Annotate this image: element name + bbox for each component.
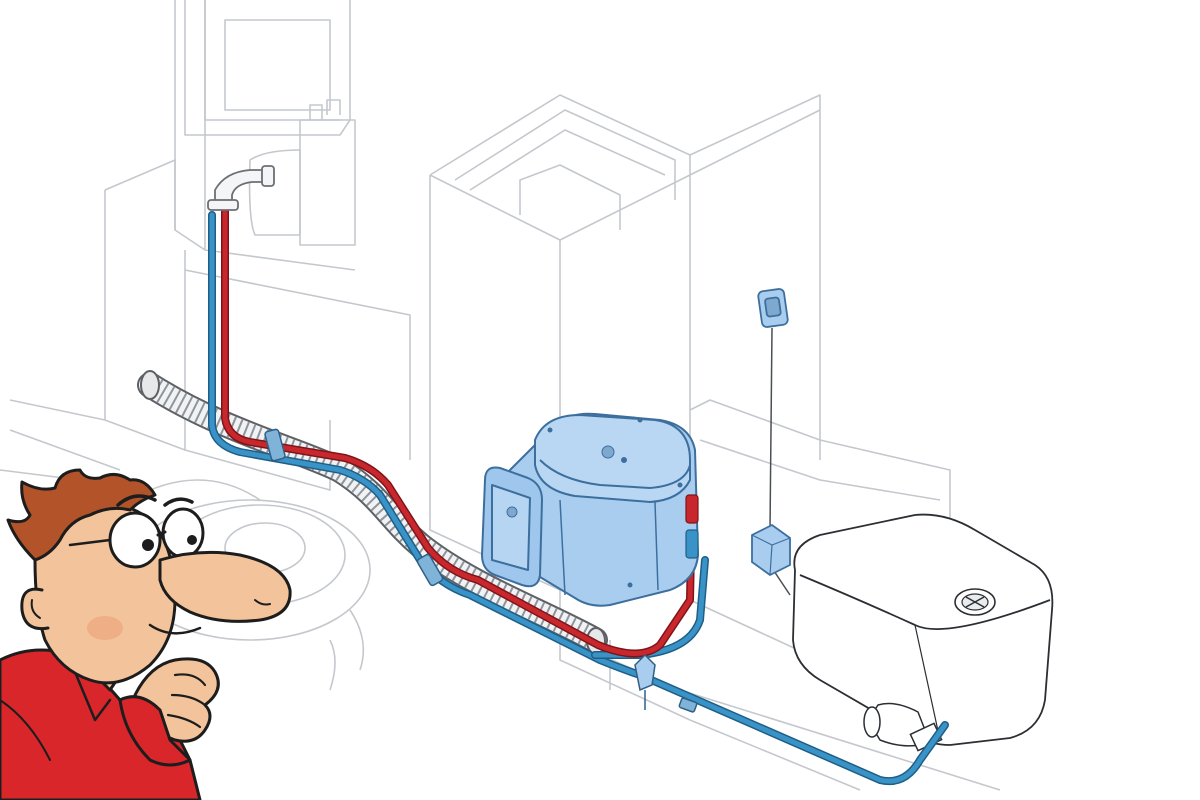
cartoon-man (0, 468, 292, 800)
heater-connectors (685, 494, 699, 559)
pipe-clamp (264, 428, 698, 713)
faucet (207, 165, 275, 211)
heater-unit (504, 412, 699, 607)
control-cable (769, 327, 773, 531)
tank-cap (954, 588, 996, 616)
junction-box (751, 523, 791, 577)
hot-line (221, 206, 696, 658)
water-tank (792, 513, 1054, 746)
drain-valve (634, 653, 656, 710)
water-pump (863, 702, 943, 752)
control-panel (757, 288, 789, 328)
heater-side-cover (481, 466, 543, 588)
